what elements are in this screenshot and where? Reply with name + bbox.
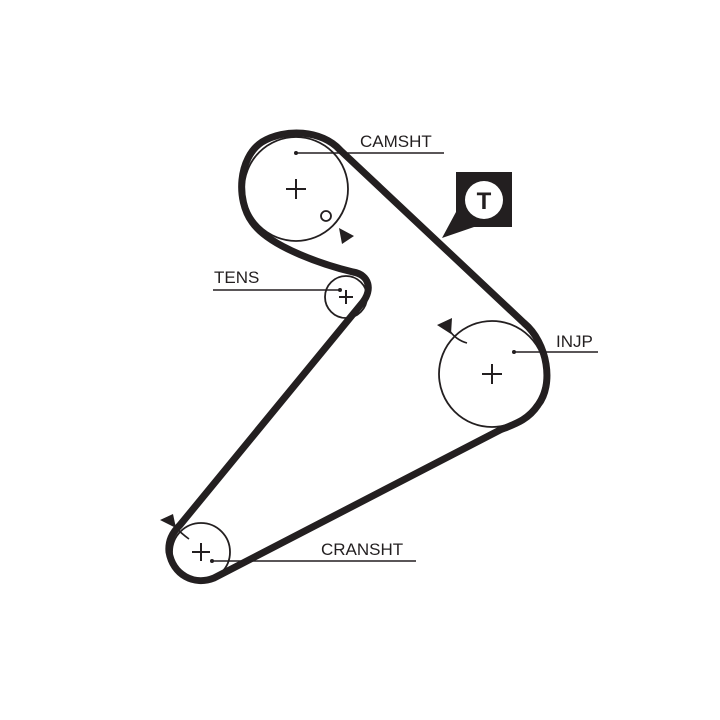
plus-center-icon [192, 543, 210, 561]
camshaft-pulley [243, 136, 444, 244]
rotation-arrow-icon [339, 228, 354, 244]
crankshaft-pulley [160, 514, 416, 582]
plus-center-icon [286, 179, 306, 199]
rotation-arrow-tail [173, 525, 190, 540]
tensioner-pulley [213, 275, 368, 319]
timing-belt [165, 129, 551, 585]
camshaft-label: CAMSHT [360, 132, 432, 151]
plus-center-icon [339, 290, 353, 304]
rotation-arrow-tail [448, 329, 468, 344]
plus-center-icon [482, 364, 502, 384]
rotation-arrow-icon [160, 514, 176, 528]
injection-pump-pulley [437, 318, 598, 428]
tensioner-marker-icon: T [442, 172, 512, 238]
badge-letter: T [477, 188, 492, 215]
timing-mark-circle-icon [320, 210, 332, 222]
rotation-arrow-icon [437, 318, 452, 334]
tensioner-label: TENS [214, 268, 259, 287]
injection-pump-label: INJP [556, 332, 593, 351]
crankshaft-label: CRANSHT [321, 540, 403, 559]
